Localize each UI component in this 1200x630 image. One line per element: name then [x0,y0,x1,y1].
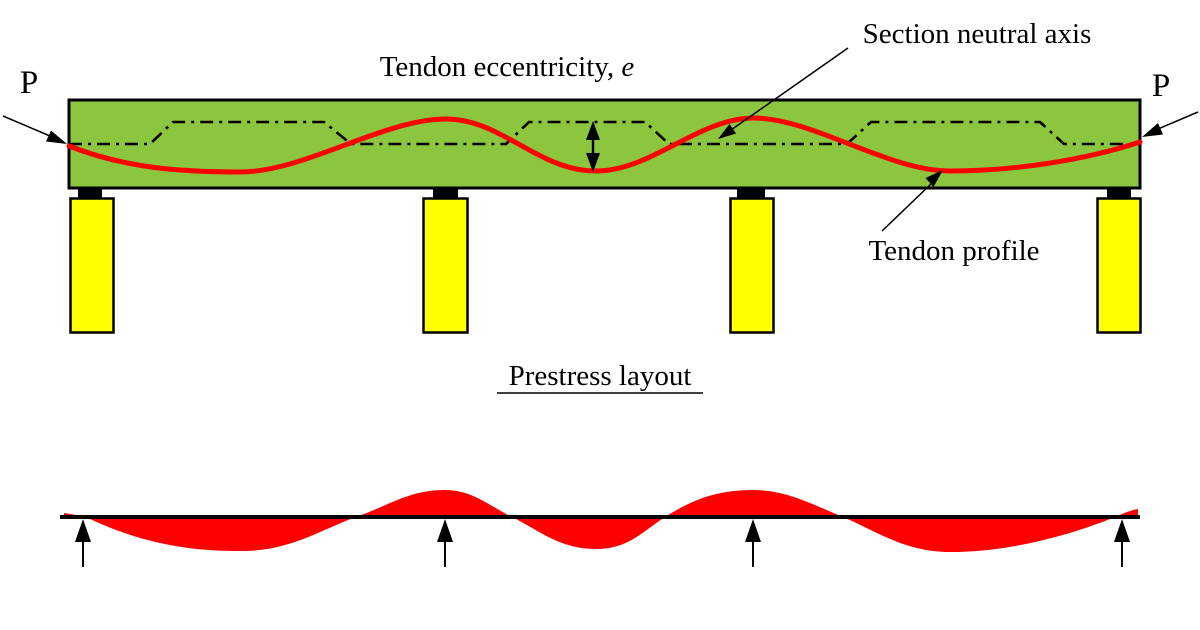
arrowhead-icon [925,170,943,187]
bearing-pads [78,188,1131,198]
left-load-arrow-shaft [2,115,51,137]
support-column [422,197,469,334]
reaction-arrow [437,519,453,567]
eccentricity-label-text: Tendon eccentricity, [380,51,622,83]
neutral-axis-line [69,120,1140,146]
reaction-arrow [75,519,91,567]
arrowhead-icon [1142,123,1163,137]
caption-group: Prestress layout [497,360,703,394]
reaction-arrow [745,519,761,567]
eccentricity-label: Tendon eccentricity, e [380,51,635,83]
neutral-axis-label: Section neutral axis [863,18,1092,50]
right-load-arrow-shaft [1157,111,1199,130]
arrowhead-icon [718,124,736,139]
moment-diagram [60,490,1140,567]
left-load-arrow [2,115,67,144]
left-load-label: P [20,65,38,101]
eccentricity-arrow [586,121,600,172]
bearing-pad [1107,188,1131,198]
bearing-pad [78,188,102,198]
beam-body [67,98,1142,190]
moment-diagram-fill [64,490,1138,552]
support-column [729,197,775,334]
tendon-curve [66,115,1143,175]
arrow-up-icon [437,519,453,542]
tendon-profile-pointer-line [881,182,933,232]
right-load-label: P [1152,68,1170,104]
arrow-up-icon [1114,519,1130,542]
arrowhead-icon [46,130,67,144]
eccentricity-symbol: e [621,51,634,83]
arrow-up-icon [586,121,600,140]
caption-text: Prestress layout [509,360,692,392]
reaction-arrows [75,519,1130,567]
right-load-arrow [1142,111,1199,137]
support-column [1096,197,1142,334]
tendon-profile-pointer [881,170,943,232]
bearing-pad [737,188,765,198]
support-column [69,197,115,334]
reaction-arrow [1114,519,1130,567]
arrow-up-icon [745,519,761,542]
arrow-up-icon [75,519,91,542]
support-columns [69,197,1142,334]
tendon-profile-label: Tendon profile [868,235,1039,267]
beam-elevation: P P Tendon eccentricity, e Section neutr… [2,18,1199,334]
bearing-pad [433,188,458,198]
neutral-axis-pointer-line [730,47,849,131]
neutral-axis-pointer [718,47,849,139]
arrow-down-icon [586,153,600,172]
